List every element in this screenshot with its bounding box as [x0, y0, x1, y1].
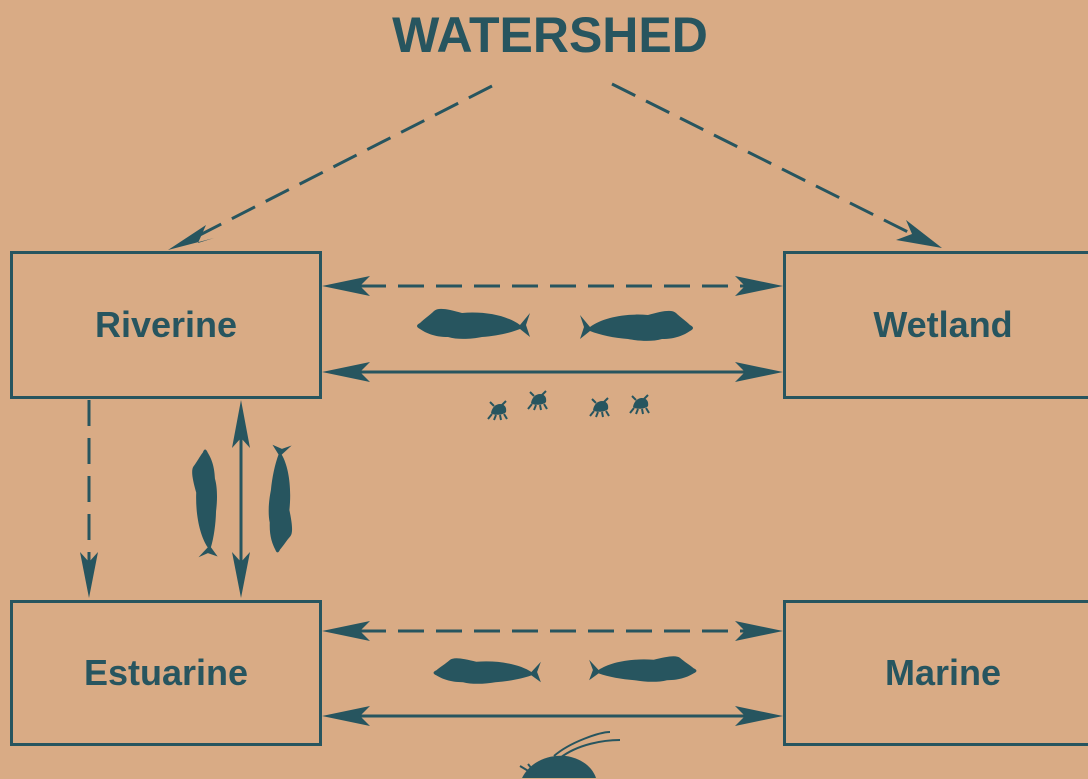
fish-icon	[267, 445, 295, 553]
arrow-riverine-estuarine-dashed	[80, 400, 98, 598]
fish-icon	[191, 449, 219, 557]
arrow-riverine-wetland-dashed	[322, 276, 783, 296]
insect-icon	[590, 398, 609, 417]
arrow-estuarine-marine-dashed	[322, 621, 783, 641]
estuarine-label: Estuarine	[84, 652, 248, 694]
fish-icon	[580, 311, 693, 341]
arrow-watershed-to-wetland	[612, 84, 942, 248]
marine-label: Marine	[885, 652, 1001, 694]
riverine-label: Riverine	[95, 304, 237, 346]
wetland-label: Wetland	[873, 304, 1012, 346]
arrow-estuarine-marine-solid	[322, 706, 783, 726]
insect-icon	[630, 395, 649, 414]
shrimp-icon	[520, 732, 620, 778]
riverine-box: Riverine	[10, 251, 322, 399]
insect-icon	[488, 401, 507, 420]
fish-icon	[417, 309, 530, 339]
wetland-box: Wetland	[783, 251, 1088, 399]
insect-icon	[528, 391, 547, 410]
arrow-watershed-to-riverine	[168, 86, 492, 250]
marine-box: Marine	[783, 600, 1088, 746]
estuarine-box: Estuarine	[10, 600, 322, 746]
diagram-title: WATERSHED	[0, 6, 1088, 64]
arrow-riverine-estuarine-solid	[232, 400, 250, 598]
fish-icon	[434, 658, 541, 684]
fish-icon	[589, 656, 696, 682]
arrow-riverine-wetland-solid	[322, 362, 783, 382]
